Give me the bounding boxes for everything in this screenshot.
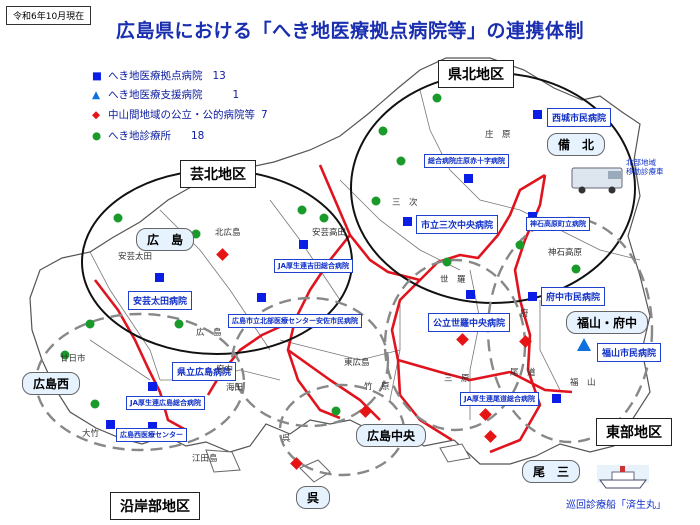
hospital-label-fuchu: 府中市民病院 bbox=[541, 287, 606, 306]
blue-square-icon: ■ bbox=[92, 70, 102, 82]
blue-square-markers bbox=[106, 110, 561, 431]
area-label-bihoku: 備 北 bbox=[547, 133, 606, 156]
blue-triangle-marker bbox=[577, 338, 591, 351]
region-label-tobu: 東部地区 bbox=[596, 418, 672, 446]
place-hiroshima: 広 島 bbox=[196, 328, 222, 338]
hospital-label-sera: 公立世羅中央病院 bbox=[428, 313, 511, 332]
page-title: 広島県における「へき地医療拠点病院等」の連携体制 bbox=[115, 20, 584, 42]
hospital-label-shobara: 総合病院庄原赤十字病院 bbox=[424, 154, 509, 168]
mobile-clinic-caption: 北部地域 移動診療車 bbox=[626, 158, 664, 176]
blue-triangle-icon: ▲ bbox=[92, 89, 101, 101]
island-etajima bbox=[205, 449, 241, 473]
hospital-label-kitahiroshima: 広島市立北部医療センター安佐市民病院 bbox=[228, 314, 362, 328]
island-innoshima bbox=[439, 443, 471, 463]
ship-caption: 巡回診療船「済生丸」 bbox=[566, 500, 666, 511]
place-kaita: 海田 bbox=[226, 383, 244, 393]
hospital-label-hiroshima-sogo: JA厚生連広島総合病院 bbox=[126, 396, 206, 410]
area-label-hiroshima-chuo: 広島中央 bbox=[356, 424, 427, 447]
region-label-geihoku: 芸北地区 bbox=[180, 160, 256, 188]
place-miyoshi: 三 次 bbox=[392, 198, 418, 208]
place-takehara: 竹 原 bbox=[364, 382, 390, 392]
hospital-label-akiota: 安芸太田病院 bbox=[128, 291, 193, 310]
place-kitahiroshima: 北広島 bbox=[215, 228, 241, 238]
place-kure: 呉 bbox=[282, 434, 291, 444]
area-label-fukuyama-fuchu: 福山・府中 bbox=[566, 311, 649, 334]
hospital-label-fukuyama: 福山市民病院 bbox=[597, 343, 662, 362]
place-akitakata: 安芸高田 bbox=[312, 228, 347, 238]
hospital-label-miyoshi: 市立三次中央病院 bbox=[416, 215, 499, 234]
red-diamond-markers bbox=[216, 248, 532, 470]
place-onomichi: 尾 道 bbox=[510, 368, 536, 378]
region-label-kenpoku: 県北地区 bbox=[438, 60, 514, 88]
date-label: 令和6年10月現在 bbox=[6, 6, 92, 25]
place-akiota: 安芸太田 bbox=[118, 252, 153, 262]
place-hatsukaichi: 廿日市 bbox=[60, 354, 86, 364]
area-label-hiroshima: 広 島 bbox=[136, 228, 195, 251]
area-label-hiroshima-nishi: 広島西 bbox=[22, 372, 81, 395]
place-mihara: 三 原 bbox=[444, 374, 470, 384]
place-otake: 大竹 bbox=[82, 429, 100, 439]
place-higashihiroshima: 東広島 bbox=[344, 358, 370, 368]
hospital-label-jinseki: 神石高原町立病院 bbox=[526, 217, 590, 231]
hospital-label-kenritsu: 県立広島病院 bbox=[172, 362, 237, 381]
place-jinsekikogen: 神石高原 bbox=[548, 248, 583, 258]
red-diamond-icon: ◆ bbox=[92, 109, 101, 121]
area-label-kure: 呉 bbox=[296, 486, 331, 509]
island-ondo bbox=[299, 459, 331, 483]
place-fuchu-town: 府中 bbox=[216, 365, 234, 375]
hospital-label-onomichi-sogo: JA厚生連尾道総合病院 bbox=[460, 392, 540, 406]
place-shobara: 庄 原 bbox=[485, 130, 511, 140]
area-label-onomichi: 尾 三 bbox=[522, 460, 581, 483]
place-fu: 府 bbox=[520, 309, 529, 319]
clinic-ship-icon bbox=[597, 465, 649, 489]
place-sera: 世 羅 bbox=[440, 275, 466, 285]
green-circle-icon: ● bbox=[92, 130, 102, 142]
hospital-label-saijo: 西城市民病院 bbox=[547, 108, 612, 127]
place-fukuyama: 福 山 bbox=[570, 378, 596, 388]
hospital-label-iryo-center: 広島西医療センター bbox=[116, 428, 187, 442]
hospital-label-yoshida: JA厚生連吉田総合病院 bbox=[274, 259, 354, 273]
mobile-clinic-van-icon bbox=[571, 167, 623, 194]
region-label-engan: 沿岸部地区 bbox=[110, 492, 200, 520]
place-etajima: 江田島 bbox=[192, 454, 218, 464]
